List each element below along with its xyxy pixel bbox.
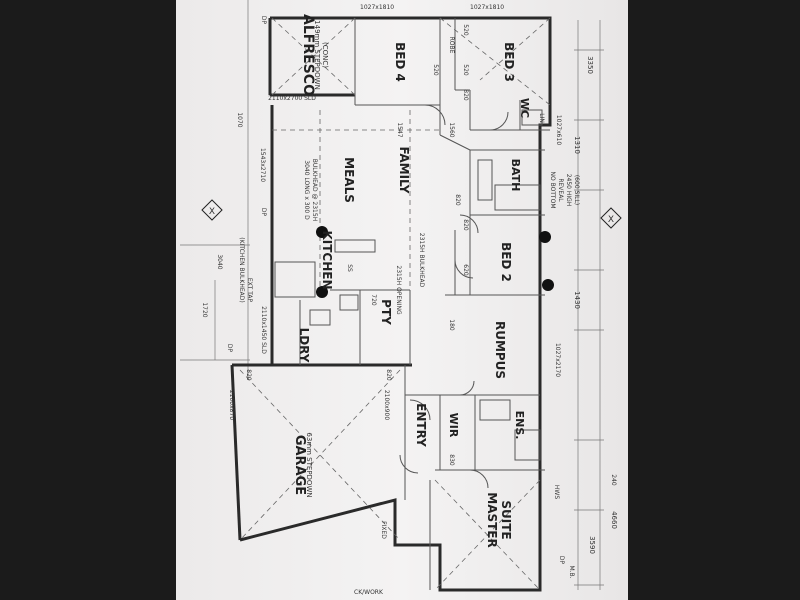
dim-180: 180 <box>448 319 455 331</box>
dim-3040: 3040 <box>216 254 223 269</box>
room-label-pty: PTY <box>379 299 393 325</box>
dim-240: 240 <box>610 474 617 486</box>
kitchen-bench <box>274 239 376 326</box>
room-label-kitchen: KITCHEN <box>320 230 334 289</box>
dim-2170: 1027x2170 <box>554 343 561 377</box>
svg-text:X: X <box>608 215 614 225</box>
note-kitchen-bulkhead: (KITCHEN BULKHEAD) <box>238 237 245 302</box>
dim-1430: 1430 <box>573 291 581 309</box>
section-marker-top: X <box>201 199 223 221</box>
room-label-meals: MEALS <box>342 157 356 203</box>
dim-3350: 3350 <box>586 56 594 74</box>
dim-520-c: 520 <box>462 64 469 76</box>
note-alfresco-conc: (CONC) <box>321 42 329 68</box>
dim-1810-top-left: 1027x1810 <box>360 4 394 11</box>
hws-label: HWS <box>553 485 560 499</box>
dim-820-a: 820 <box>462 89 469 101</box>
exterior-walls <box>230 16 552 592</box>
paper-sheet <box>176 0 628 600</box>
dim-520-a: 520 <box>462 24 469 36</box>
dim-820-e: 820 <box>454 194 461 206</box>
dim-610: 1027x610 <box>555 115 562 145</box>
dp-3: DP <box>226 344 233 353</box>
note-bath-2: REVEAL <box>557 178 564 202</box>
room-label-alfresco: ALFRESCO <box>300 14 316 96</box>
sink-label: SS <box>346 264 353 272</box>
dim-1560: 1560 <box>448 122 455 137</box>
room-label-garage: GARAGE <box>292 435 307 495</box>
dim-1810-top: 1027x1810 <box>470 4 504 11</box>
dim-2100: 2100x870 <box>228 390 235 420</box>
dim-1450: 2110x1450 SLD <box>260 306 267 354</box>
note-ext-tap: EXT TAP <box>246 278 253 303</box>
dim-3590: 3590 <box>588 536 596 554</box>
robe-label: ROBE <box>448 37 455 54</box>
dp-2: DP <box>260 208 267 217</box>
overhead-lines <box>239 17 551 591</box>
note-opening-2: 2315H BULKHEAD <box>418 233 425 288</box>
dim-820-c: 820 <box>385 369 392 381</box>
room-label-bed3: BED 3 <box>502 42 516 82</box>
linen-label: LIN <box>538 113 545 123</box>
dim-1070: 1070 <box>236 112 243 127</box>
fixed-label: FIXED <box>380 521 387 539</box>
room-label-ens: ENS. <box>513 411 526 440</box>
dp-4: DP <box>558 556 565 565</box>
svg-text:X: X <box>209 207 215 217</box>
dim-830: 830 <box>448 454 455 466</box>
bath-fixtures <box>477 109 543 461</box>
section-marker-right: X <box>600 207 622 229</box>
pin-2 <box>316 286 328 298</box>
room-label-family: FAMILY <box>397 147 411 194</box>
note-bath-4: (600 SILL) <box>573 175 580 205</box>
dim-620: 620 <box>462 264 469 276</box>
room-label-suite: SUITE <box>499 500 513 539</box>
dim-820-d: 820 <box>245 369 252 381</box>
pin-4 <box>542 279 554 291</box>
dim-1547: 1547 <box>396 122 403 137</box>
note-garage-step: 63mm STEPDOWN <box>305 432 313 497</box>
room-label-wir: WIR <box>447 413 460 438</box>
room-label-master: MASTER <box>485 492 499 548</box>
note-alfresco-step: 149mm STEPDOWN <box>313 20 321 90</box>
dp-1: DP <box>260 16 267 25</box>
note-bath-3: 2450 HIGH <box>565 174 572 207</box>
dim-900: 2100x900 <box>383 390 390 420</box>
dim-520-b: 520 <box>432 64 439 76</box>
note-bulkhead-1: 3040 LONG x 300 D <box>303 160 310 220</box>
room-labels: ALFRESCO 149mm STEPDOWN (CONC) BED 4 BED… <box>292 14 580 548</box>
pin-3 <box>539 231 551 243</box>
room-label-bed2: BED 2 <box>499 242 513 282</box>
map-pins <box>316 226 554 298</box>
dim-2700: 2110x2700 SLD <box>268 95 316 102</box>
dimension-lines <box>180 0 604 590</box>
brickwork-label: CK/WORK <box>354 589 384 596</box>
room-label-entry: ENTRY <box>414 403 428 447</box>
room-label-bed4: BED 4 <box>393 42 407 82</box>
note-opening-1: 2315H OPENING <box>395 265 402 315</box>
dimension-labels: 3350 1310 1430 1027x2170 4660 3590 240 1… <box>201 4 618 596</box>
mb-label: M.B. <box>568 565 575 578</box>
note-bulkhead-2: BULKHEAD @ 2315H <box>311 159 318 221</box>
dim-4660: 4660 <box>610 511 618 529</box>
dim-1310: 1310 <box>573 136 581 154</box>
note-bath-1: NO BOTTOM <box>549 172 556 209</box>
room-label-rumpus: RUMPUS <box>493 321 507 379</box>
door-swings <box>399 104 509 489</box>
room-label-bath: BATH <box>509 159 522 192</box>
dim-720: 720 <box>370 294 377 306</box>
dim-1720: 1720 <box>201 302 208 317</box>
dim-820-b: 820 <box>462 219 469 231</box>
interior-walls <box>299 18 550 590</box>
room-label-ldry: LDRY <box>297 328 311 363</box>
room-label-wc: WC <box>518 98 531 118</box>
pin-1 <box>316 226 328 238</box>
dim-2710: 1543x2710 <box>259 148 266 182</box>
